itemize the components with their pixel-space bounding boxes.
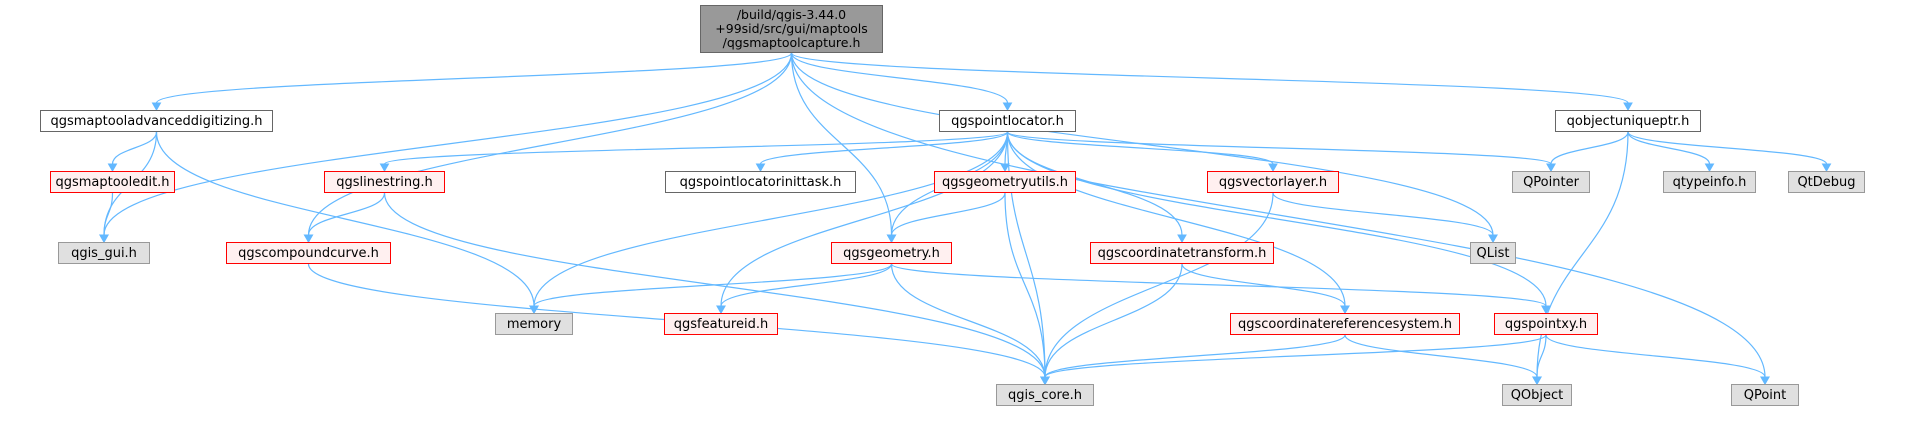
edge-arrowhead	[1002, 102, 1013, 112]
edge-pointxy-to-qgiscore	[1044, 334, 1547, 378]
node-qobject[interactable]: QObject	[1502, 384, 1572, 406]
edge-arrowhead	[1541, 305, 1551, 315]
edge-arrowhead	[379, 163, 390, 173]
edge-vectorlayer-to-qlist	[1272, 192, 1494, 236]
edge-pointlocator-to-memory	[533, 131, 1009, 307]
node-root[interactable]: /build/qgis-3.44.0 +99sid/src/gui/maptoo…	[700, 5, 883, 53]
edge-geomutils-to-geometry	[890, 192, 1006, 236]
node-qlist[interactable]: QList	[1470, 242, 1516, 264]
edge-arrowhead	[716, 305, 726, 315]
edge-arrowhead	[303, 234, 314, 244]
node-geomutils[interactable]: qgsgeometryutils.h	[934, 171, 1076, 193]
edge-arrowhead	[1546, 163, 1556, 173]
edge-coordtransform-to-crs	[1181, 263, 1346, 307]
edge-linestring-to-compoundcurve	[307, 192, 386, 236]
edge-arrowhead	[1760, 376, 1770, 386]
edge-root-to-advdig	[155, 52, 793, 104]
edge-crs-to-qobject	[1344, 334, 1538, 378]
edge-uniqueptr-to-qpointer	[1550, 131, 1629, 165]
edge-geometry-to-qgiscore	[890, 263, 1046, 378]
node-qtypeinfo[interactable]: qtypeinfo.h	[1663, 171, 1756, 193]
edge-arrowhead	[1000, 163, 1010, 173]
edge-advdig-to-maptooledit	[111, 131, 158, 165]
node-memory[interactable]: memory	[495, 313, 573, 335]
node-coordtransform[interactable]: qgscoordinatetransform.h	[1090, 242, 1274, 264]
node-qpointer[interactable]: QPointer	[1512, 171, 1590, 193]
edge-geometry-to-pointxy	[890, 263, 1547, 307]
edge-arrowhead	[1268, 163, 1278, 173]
edge-arrowhead	[107, 163, 118, 173]
edge-vectorlayer-to-qgiscore	[1044, 192, 1274, 378]
edge-root-to-qpoint	[790, 52, 1766, 378]
edge-pointxy-to-qpoint	[1545, 334, 1766, 378]
edge-pointlocator-to-initask	[759, 131, 1009, 165]
node-advdig[interactable]: qgsmaptooladvanceddigitizing.h	[40, 110, 273, 132]
node-qgisgui[interactable]: qgis_gui.h	[58, 242, 150, 264]
node-pointxy[interactable]: qgspointxy.h	[1494, 313, 1598, 335]
edge-root-to-compoundcurve	[307, 52, 793, 236]
edge-arrowhead	[151, 102, 162, 112]
edge-root-to-pointlocator	[790, 52, 1009, 104]
edge-pointlocator-to-pointxy	[1006, 131, 1547, 307]
edge-arrowhead	[1532, 376, 1542, 386]
node-vectorlayer[interactable]: qgsvectorlayer.h	[1207, 171, 1339, 193]
edge-geomutils-to-qgiscore	[1004, 192, 1046, 378]
node-geometry[interactable]: qgsgeometry.h	[831, 242, 952, 264]
node-initask[interactable]: qgspointlocatorinittask.h	[665, 171, 856, 193]
edge-arrowhead	[1623, 102, 1633, 112]
edge-root-to-uniqueptr	[790, 52, 1629, 104]
edge-geometry-to-memory	[533, 263, 893, 307]
edge-pointlocator-to-linestring	[383, 131, 1009, 165]
edge-pointlocator-to-vectorlayer	[1006, 131, 1274, 165]
edge-pointlocator-to-crs	[1006, 131, 1346, 307]
node-qtdebug[interactable]: QtDebug	[1788, 171, 1865, 193]
edge-arrowhead	[1821, 163, 1832, 173]
edge-uniqueptr-to-qtypeinfo	[1627, 131, 1711, 165]
edge-root-to-qgisgui	[103, 52, 793, 236]
node-compoundcurve[interactable]: qgscompoundcurve.h	[226, 242, 391, 264]
node-pointlocator[interactable]: qgspointlocator.h	[939, 110, 1076, 132]
edge-arrowhead	[529, 305, 539, 315]
edge-pointxy-to-qobject	[1536, 334, 1547, 378]
node-maptooledit[interactable]: qgsmaptooledit.h	[50, 171, 175, 193]
edge-pointlocator-to-qpointer	[1006, 131, 1552, 165]
edge-pointlocator-to-featureid	[720, 131, 1009, 307]
edge-maptooledit-to-qgisgui	[103, 192, 114, 236]
edge-arrowhead	[755, 163, 766, 173]
edge-arrowhead	[1340, 305, 1350, 315]
edge-crs-to-qgiscore	[1044, 334, 1346, 378]
node-qgiscore[interactable]: qgis_core.h	[996, 384, 1094, 406]
edge-advdig-to-memory	[155, 131, 535, 307]
node-uniqueptr[interactable]: qobjectuniqueptr.h	[1555, 110, 1701, 132]
edge-arrowhead	[1040, 376, 1050, 386]
edge-arrowhead	[99, 234, 109, 244]
edge-coordtransform-to-qgiscore	[1044, 263, 1183, 378]
node-crs[interactable]: qgscoordinatereferencesystem.h	[1230, 313, 1460, 335]
node-qpoint[interactable]: QPoint	[1731, 384, 1799, 406]
edge-arrowhead	[1488, 234, 1498, 244]
edge-geometry-to-featureid	[720, 263, 893, 307]
node-linestring[interactable]: qgslinestring.h	[324, 171, 445, 193]
edge-arrowhead	[886, 234, 897, 244]
edge-arrowhead	[1704, 163, 1715, 173]
edge-uniqueptr-to-qtdebug	[1627, 131, 1828, 165]
node-featureid[interactable]: qgsfeatureid.h	[664, 313, 778, 335]
edge-arrowhead	[1177, 234, 1187, 244]
